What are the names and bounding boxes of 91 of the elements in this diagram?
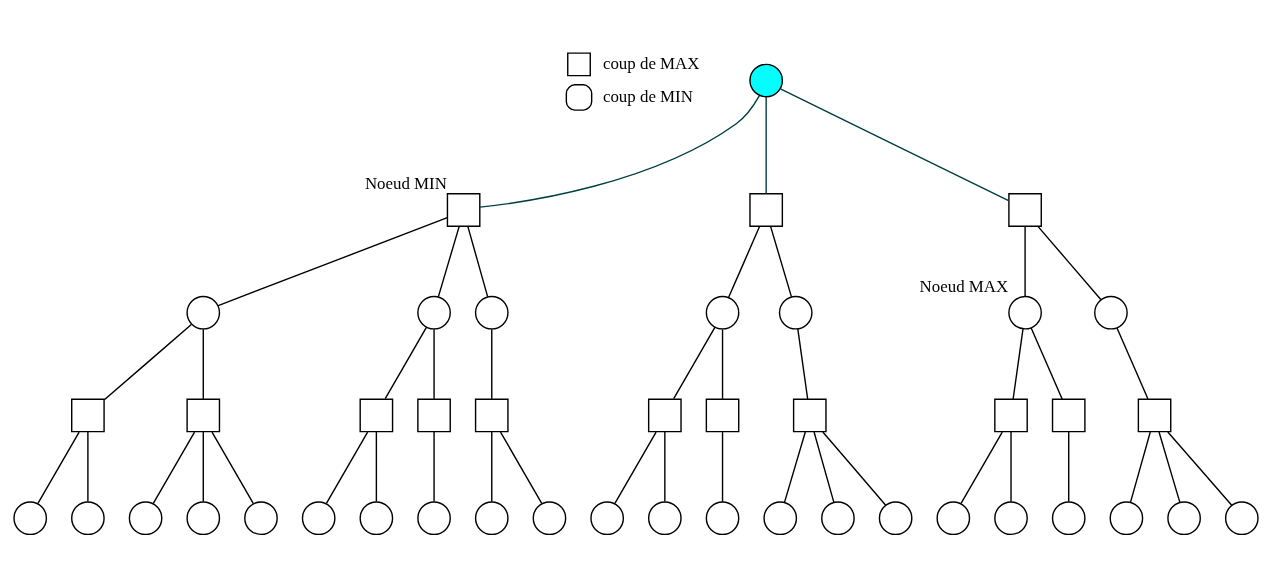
connector (152, 430, 196, 504)
connector (614, 430, 657, 504)
legend-label: coup de MAX (602, 53, 700, 73)
node-circle (749, 63, 784, 97)
connector (217, 216, 449, 306)
node-circle (359, 500, 394, 535)
node-circle (474, 295, 509, 330)
node-circle (1094, 295, 1128, 330)
legend-label: coup de MIN (602, 86, 693, 106)
node-box (792, 398, 827, 432)
node-box (446, 192, 481, 227)
node-circle (705, 295, 740, 330)
connector (437, 225, 460, 297)
node-box (417, 398, 451, 432)
connector (1037, 225, 1102, 300)
connector (1129, 430, 1151, 503)
node-box (705, 398, 740, 432)
connector (1012, 327, 1024, 400)
node-box (1137, 398, 1172, 432)
connector (491, 430, 493, 502)
connector (664, 430, 666, 502)
connector (491, 328, 493, 399)
connector (202, 430, 204, 502)
connector (479, 94, 761, 208)
node-circle (186, 500, 221, 535)
node-box (71, 398, 105, 432)
connector (1116, 326, 1149, 400)
connector (433, 430, 435, 502)
node-circle (1008, 295, 1042, 330)
node-circle (128, 500, 163, 535)
connector (783, 430, 806, 503)
node-circle (705, 500, 740, 535)
connector (822, 430, 887, 506)
node-circle (301, 500, 336, 535)
connector (1010, 430, 1012, 502)
connector (813, 430, 835, 503)
node-circle (878, 500, 913, 535)
node-circle (936, 500, 971, 535)
node-circle (13, 500, 48, 535)
connector (721, 328, 724, 399)
node-box (1008, 192, 1042, 227)
node-box (994, 398, 1028, 432)
node-box (1051, 398, 1086, 432)
node-circle (821, 500, 855, 535)
node-circle (1051, 500, 1086, 535)
connector (211, 430, 254, 504)
connector (727, 225, 761, 298)
connector (433, 328, 435, 399)
connector (202, 328, 204, 399)
connector (721, 430, 724, 502)
node-circle (1109, 500, 1144, 535)
connector (1158, 430, 1181, 503)
node-box (749, 192, 784, 227)
node-box (647, 398, 682, 432)
node-box (359, 398, 394, 432)
connector (467, 225, 489, 297)
connector (1024, 225, 1026, 297)
connector (673, 326, 716, 399)
node-box (474, 398, 509, 432)
connector (325, 430, 369, 504)
node-circle (244, 500, 278, 535)
node-circle (417, 295, 451, 330)
connector (384, 326, 428, 399)
connector (779, 87, 1010, 201)
node-circle (532, 500, 567, 535)
node-box (186, 398, 221, 432)
connector (375, 430, 378, 502)
connector (769, 225, 793, 297)
node-circle (71, 500, 105, 535)
node-circle (474, 500, 509, 535)
node-circle (1167, 500, 1201, 535)
connector (87, 430, 89, 502)
connector (765, 95, 767, 194)
node-label: Noeud MAX (919, 276, 1009, 296)
node-circle (1224, 500, 1259, 535)
connector (499, 430, 543, 504)
connector (1030, 326, 1063, 400)
node-circle (417, 500, 451, 535)
node-circle (994, 500, 1028, 535)
connector (37, 430, 80, 504)
node-circle (778, 295, 813, 330)
connector (797, 327, 809, 400)
connector (1068, 430, 1070, 502)
connector (103, 323, 193, 400)
node-circle (590, 500, 625, 535)
node-circle (647, 500, 682, 535)
node-label: Noeud MIN (364, 173, 447, 193)
connector (1167, 430, 1233, 506)
connector (960, 430, 1003, 504)
node-circle (763, 500, 798, 535)
node-circle (186, 295, 221, 330)
